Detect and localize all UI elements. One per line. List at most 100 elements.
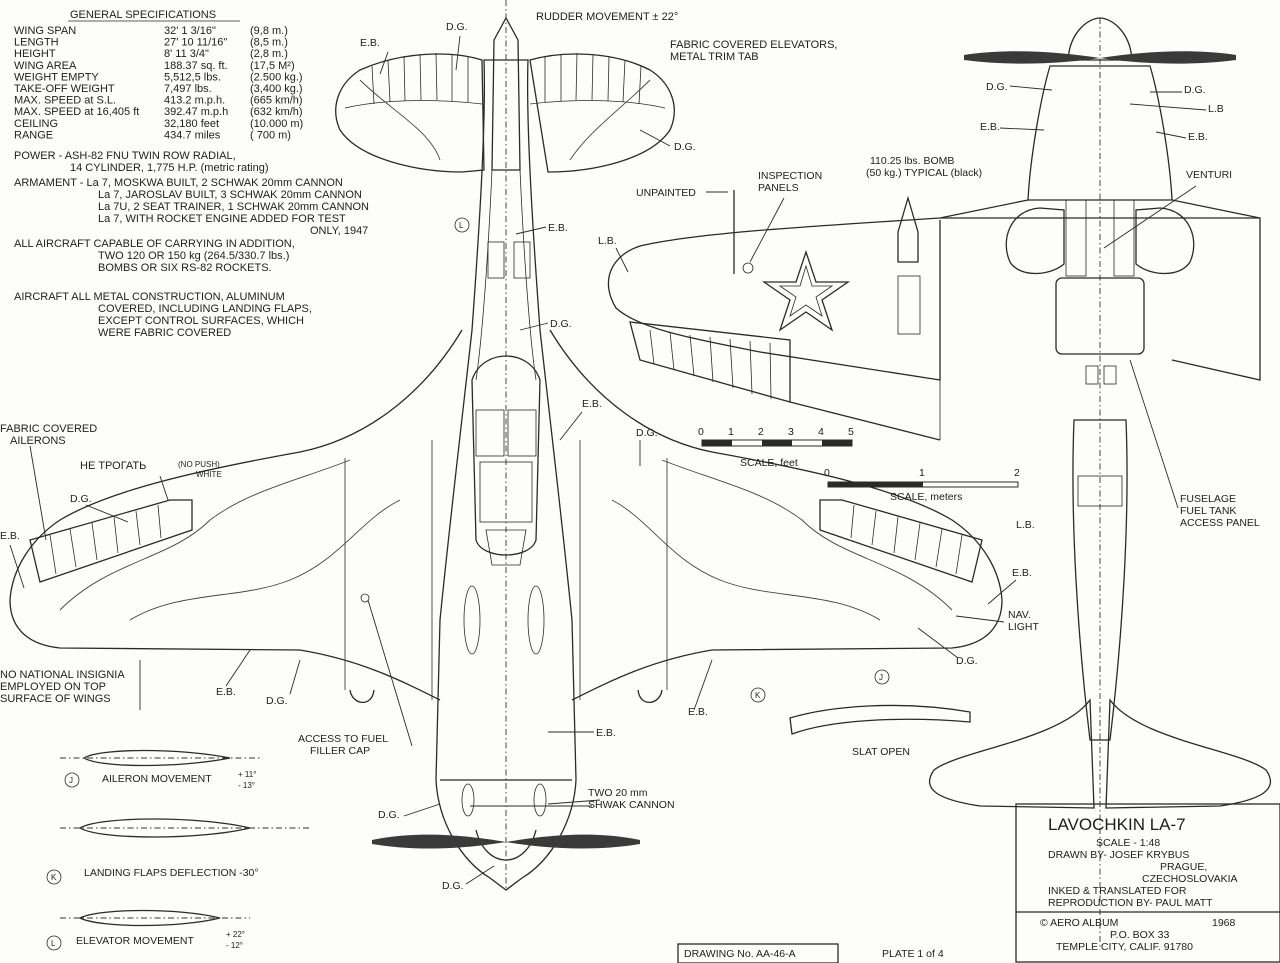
spec-imperial-5: 7,497 lbs.	[164, 83, 212, 95]
carry-line-2: TWO 120 OR 150 kg (264.5/330.7 lbs.)	[98, 250, 289, 262]
scale-meters-tick-1: 1	[919, 467, 925, 479]
no-insignia-label-2: EMPLOYED ON TOP	[0, 681, 106, 693]
lb-label-wing: L.B.	[598, 235, 617, 247]
aileron-minus: - 13°	[238, 781, 255, 790]
eb-label-nose: E.B.	[596, 727, 616, 739]
eb-label-right-wing: E.B.	[688, 706, 708, 718]
dg-label-cowl-right: D.G.	[1184, 84, 1206, 96]
elevator-plus: + 22°	[226, 930, 245, 939]
spec-metric-1: (8,5 m.)	[250, 37, 288, 49]
publication-year: 1968	[1212, 917, 1236, 929]
bomb-label-2: (50 kg.) TYPICAL (black)	[866, 167, 982, 179]
spec-label-4: WEIGHT EMPTY	[14, 71, 99, 83]
spec-metric-8: (10.000 m)	[250, 118, 303, 130]
construction-line-4: WERE FABRIC COVERED	[98, 327, 231, 339]
fabric-ailerons-label-1: FABRIC COVERED	[0, 423, 97, 435]
spec-label-6: MAX. SPEED at S.L.	[14, 95, 116, 107]
propeller-left-blade	[372, 834, 506, 849]
scale-meters-tick-2: 2	[1014, 467, 1020, 479]
two-cannon-label-1: TWO 20 mm	[588, 787, 648, 799]
spec-label-8: CEILING	[14, 118, 58, 130]
eb-label-left-wing: E.B.	[216, 686, 236, 698]
plate-number: PLATE 1 of 4	[882, 948, 944, 960]
eb-label-wingroot: E.B.	[582, 398, 602, 410]
inspection-panels-label-1: INSPECTION	[758, 170, 822, 182]
dg-label-spinner: D.G.	[442, 880, 464, 892]
section-marker-l: L	[454, 217, 470, 233]
construction-line-3: EXCEPT CONTROL SURFACES, WHICH	[98, 315, 304, 327]
eb-label-left-tip: E.B.	[0, 530, 20, 542]
construction-line-2: COVERED, INCLUDING LANDING FLAPS,	[98, 303, 312, 315]
carry-line-3: BOMBS OR SIX RS-82 ROCKETS.	[98, 262, 272, 274]
spec-label-1: LENGTH	[14, 37, 59, 49]
spec-metric-7: (632 km/h)	[250, 106, 303, 118]
scale-feet-tick-2: 2	[758, 426, 764, 438]
spec-imperial-2: 8' 11 3/4"	[164, 48, 209, 60]
spec-imperial-1: 27' 10 11/16"	[164, 37, 227, 49]
dg-label-left-wing: D.G.	[266, 695, 288, 707]
svg-text:J: J	[69, 776, 73, 785]
spec-imperial-9: 434.7 miles	[164, 129, 221, 141]
title-block: LAVOCHKIN LA-7 SCALE - 1:48 DRAWN BY- JO…	[677, 803, 1280, 963]
armament-line-4: La 7, WITH ROCKET ENGINE ADDED FOR TEST	[98, 213, 346, 225]
svg-text:J: J	[879, 673, 883, 682]
eb-label-stab: E.B.	[360, 37, 380, 49]
fuel-tank-label-2: FUEL TANK	[1180, 505, 1236, 517]
scale-feet-tick-3: 3	[788, 426, 794, 438]
right-aileron	[819, 499, 983, 583]
spec-imperial-0: 32' 1 3/16"	[164, 25, 216, 37]
leader-lines	[9, 35, 1207, 885]
spec-metric-9: ( 700 m)	[250, 129, 291, 141]
inspection-panels-label-2: PANELS	[758, 182, 799, 194]
spec-metric-5: (3,400 kg.)	[250, 83, 303, 95]
right-wing	[549, 329, 1003, 701]
section-marker-k: K	[750, 687, 766, 703]
spec-label-0: WING SPAN	[14, 25, 76, 37]
no-insignia-label-1: NO NATIONAL INSIGNIA	[0, 669, 125, 681]
spec-metric-3: (17,5 M²)	[250, 60, 295, 72]
armament-line-3: La 7U, 2 SEAT TRAINER, 1 SCHWAK 20mm CAN…	[98, 201, 369, 213]
no-push-color: WHITE	[196, 470, 222, 479]
dg-label-left-aileron: D.G.	[70, 493, 92, 505]
spec-heading: GENERAL SPECIFICATIONS	[70, 9, 216, 21]
power-line-2: 14 CYLINDER, 1,775 H.P. (metric rating)	[70, 162, 268, 174]
fuselage	[435, 59, 577, 891]
section-marker-j: J	[874, 669, 890, 685]
bomb	[897, 195, 919, 263]
spec-label-7: MAX. SPEED at 16,405 ft	[14, 106, 139, 118]
spec-imperial-4: 5,512,5 lbs.	[164, 71, 221, 83]
lb-label-cowl: L.B	[1208, 103, 1224, 115]
svg-text:L: L	[51, 939, 56, 948]
two-cannon-label-2: SHWAK CANNON	[588, 799, 675, 811]
fuel-filler-label-2: FILLER CAP	[310, 745, 370, 757]
no-push-label: НЕ ТРОГАТЬ	[80, 460, 146, 472]
nav-light-label-2: LIGHT	[1008, 621, 1040, 633]
top-view	[9, 0, 1003, 891]
dg-label-wingroot: D.G.	[636, 427, 658, 439]
eb-label-cowl-left: E.B.	[980, 121, 1000, 133]
no-insignia-label-3: SURFACE OF WINGS	[0, 693, 111, 705]
detail-sections	[60, 704, 971, 927]
spec-metric-2: (2,8 m.)	[250, 48, 288, 60]
lb-label-fuselage: L.B.	[1016, 519, 1035, 531]
aileron-plus: + 11°	[238, 770, 256, 779]
fuel-filler-label-1: ACCESS TO FUEL	[298, 733, 388, 745]
bottom-view	[607, 17, 1272, 950]
slat-open-label: SLAT OPEN	[852, 746, 910, 758]
fuel-tank-access-panel	[1055, 277, 1145, 355]
no-push-note: (NO PUSH)	[178, 460, 220, 469]
armament-line-1: ARMAMENT - La 7, MOSKWA BUILT, 2 SCHWAK …	[14, 177, 343, 189]
scale-feet-tick-0: 0	[698, 426, 704, 438]
left-stabilizer	[335, 53, 485, 173]
spec-imperial-8: 32,180 feet	[164, 118, 219, 130]
inked-line-1: INKED & TRANSLATED FOR	[1048, 885, 1187, 897]
spec-label-2: HEIGHT	[14, 48, 56, 60]
aileron-movement-label: AILERON MOVEMENT	[102, 773, 212, 785]
scale-meters-label: SCALE, meters	[890, 491, 962, 503]
po-box: P.O. BOX 33	[1110, 929, 1169, 941]
general-specifications: GENERAL SPECIFICATIONS WING SPAN 32' 1 3/…	[14, 9, 369, 339]
left-aileron	[29, 499, 193, 583]
fuel-tank-label-1: FUSELAGE	[1180, 493, 1236, 505]
nav-light-label-1: NAV.	[1008, 609, 1031, 621]
